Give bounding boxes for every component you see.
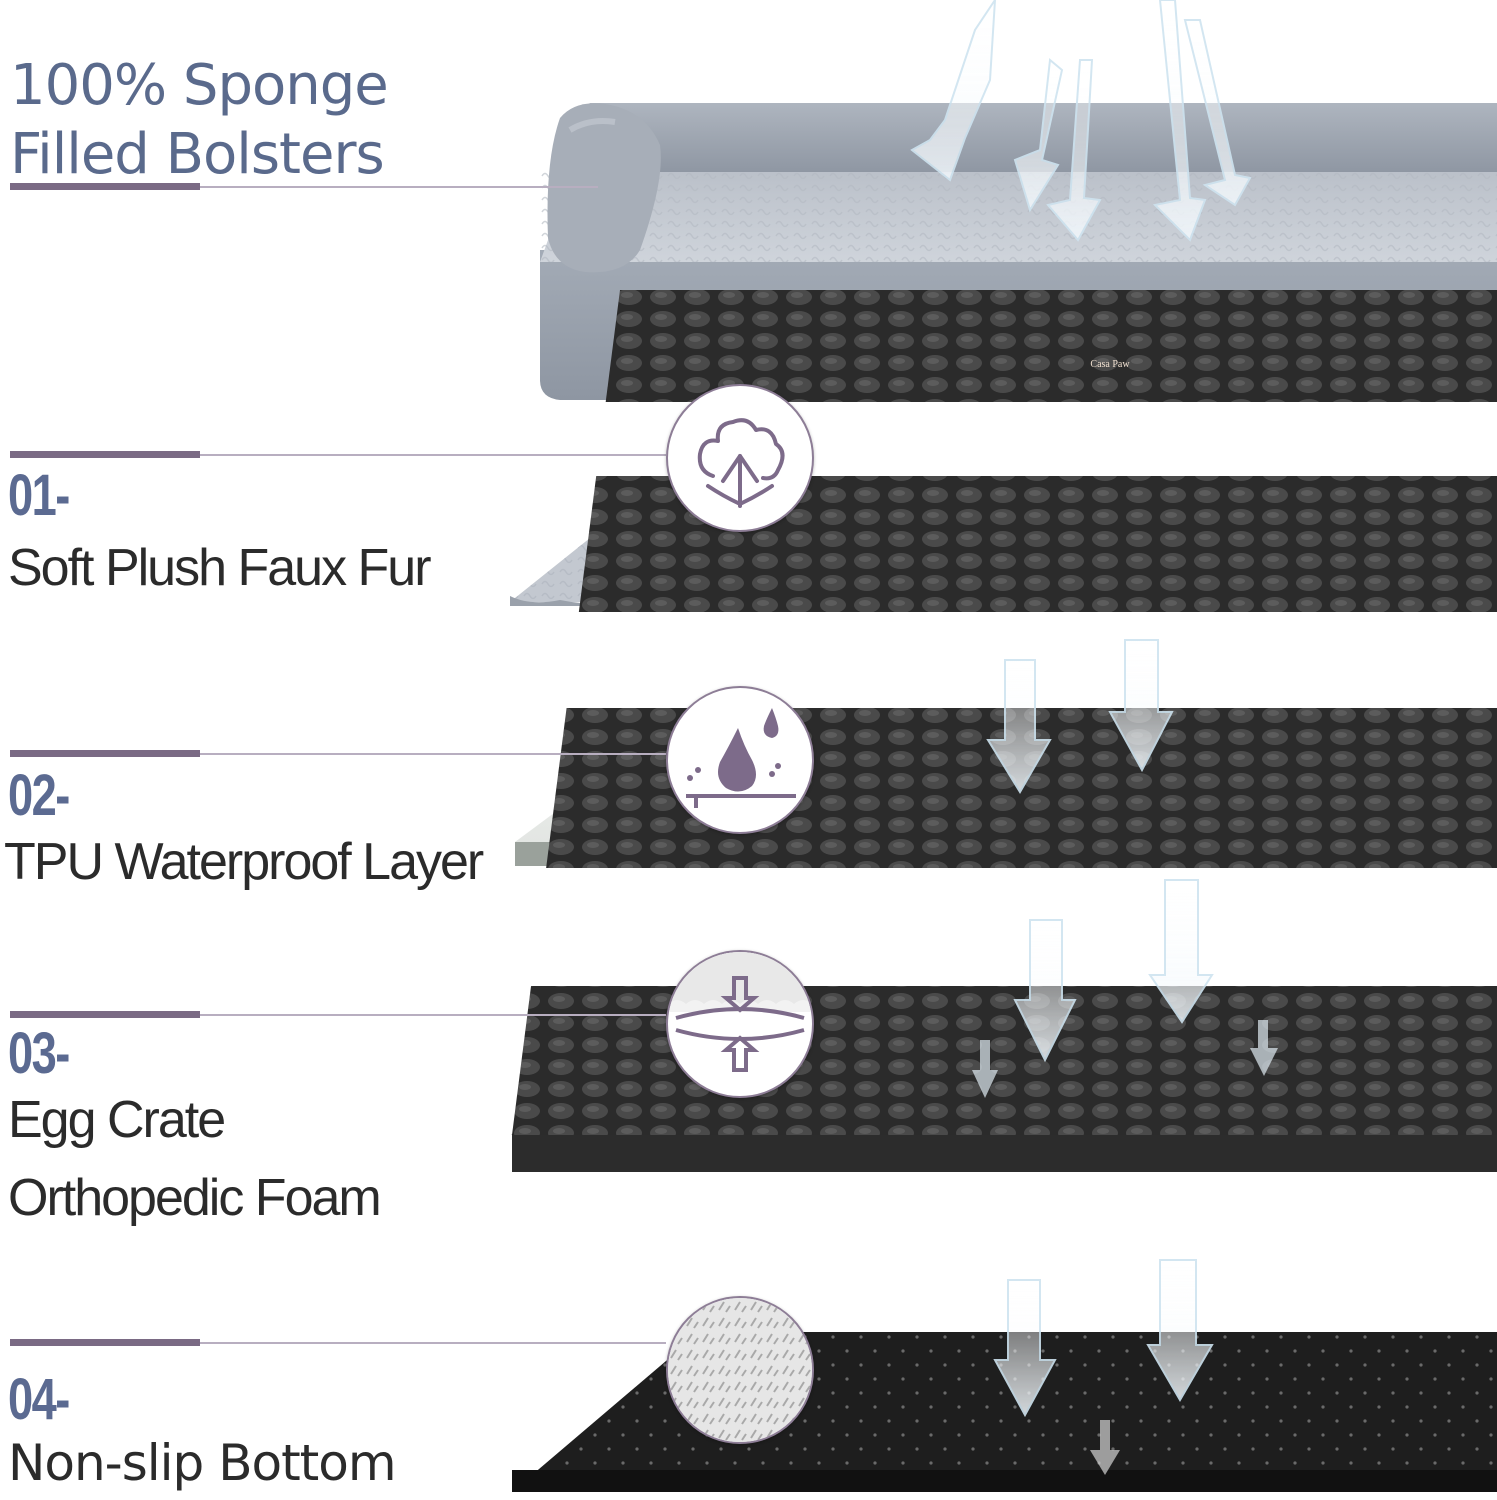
side-bolster	[547, 103, 661, 273]
leader-line-01	[200, 454, 666, 456]
layer-label-03-line2: Orthopedic Foam	[8, 1169, 382, 1227]
accent-bar-02	[10, 750, 200, 757]
compression-icon	[666, 950, 814, 1098]
accent-bar-01	[10, 451, 200, 458]
layer-number-04: 04-	[8, 1367, 70, 1432]
water-drop-icon	[666, 686, 814, 834]
layer-number-02: 02-	[8, 763, 70, 828]
back-bolster	[579, 103, 1497, 172]
feature-title-line1: 100% Sponge	[10, 53, 389, 118]
layer-label-04: Non-slip Bottom	[8, 1434, 397, 1492]
layer-label-03-line1: Egg Crate	[8, 1091, 226, 1149]
feature-title-line2: Filled Bolsters	[10, 122, 385, 187]
layer-label-02: TPU Waterproof Layer	[4, 833, 484, 891]
cotton-icon	[666, 384, 814, 532]
layer-label-01: Soft Plush Faux Fur	[8, 539, 432, 597]
leader-line-04	[200, 1342, 666, 1344]
leader-line-02	[200, 753, 666, 755]
layer-number-03: 03-	[8, 1021, 70, 1086]
accent-bar-04	[10, 1339, 200, 1346]
airflow-arrows	[910, 0, 1278, 1475]
accent-bar-03	[10, 1011, 200, 1018]
brand-tag: Casa Paw	[1090, 359, 1130, 370]
leader-line-title	[200, 186, 598, 188]
non-slip-sheet	[512, 1332, 1497, 1492]
layer-number-01: 01-	[8, 463, 70, 528]
non-slip-texture-icon	[666, 1296, 814, 1444]
leader-line-03	[200, 1014, 666, 1016]
accent-bar-title	[10, 183, 200, 190]
